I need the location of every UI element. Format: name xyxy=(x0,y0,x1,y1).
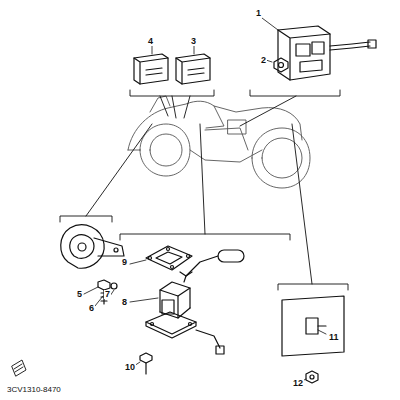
front-arrow-icon xyxy=(12,360,26,376)
part-code: 3CV1310-8470 xyxy=(6,386,62,394)
callout-number: 5 xyxy=(76,290,83,299)
callout-number: 12 xyxy=(292,379,304,388)
plate-part xyxy=(282,296,344,356)
nut-part xyxy=(306,371,318,383)
callout-number: 1 xyxy=(255,9,262,18)
callout-number: 6 xyxy=(88,304,95,313)
bolt-part xyxy=(274,58,288,72)
motorcycle-outline xyxy=(128,96,310,188)
callout-number: 7 xyxy=(104,290,111,299)
callout-number: 8 xyxy=(121,298,128,307)
horn-part xyxy=(61,225,124,268)
relay-part xyxy=(134,54,210,84)
gasket-part xyxy=(146,246,192,270)
callout-number: 11 xyxy=(328,333,340,342)
main-switch-part xyxy=(278,26,376,80)
screw-part xyxy=(140,353,152,374)
callout-number: 3 xyxy=(190,37,197,46)
fuel-sender-part xyxy=(146,250,244,354)
callout-number: 4 xyxy=(147,37,154,46)
screw-part xyxy=(98,280,117,304)
callout-number: 9 xyxy=(121,258,128,267)
callout-number: 2 xyxy=(260,56,267,65)
callout-number: 10 xyxy=(124,363,136,372)
group-bracket xyxy=(60,90,348,290)
